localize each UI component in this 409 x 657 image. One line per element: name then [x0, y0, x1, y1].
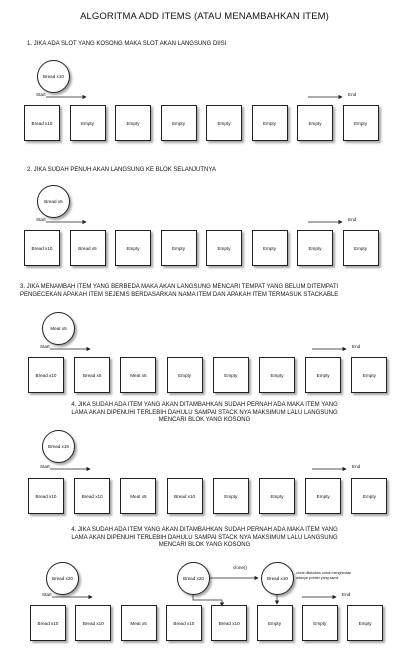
inventory-slot: Bread x10 — [211, 605, 248, 641]
item-circle: Bread x20 — [46, 562, 79, 595]
inventory-slot: Empty — [305, 357, 342, 393]
end-label: End — [352, 344, 361, 349]
inventory-slot: Empty — [297, 230, 333, 266]
step-heading: 3. JIKA MENAMBAH ITEM YANG BERBEDA MAKA … — [20, 284, 338, 299]
start-label: Start — [40, 464, 50, 469]
inventory-slot: Empty — [115, 105, 151, 141]
item-circle: Bread x5 — [37, 185, 70, 218]
inventory-slot: Empty — [206, 230, 242, 266]
step-heading-line: PENGECEKAN APAKAH ITEM SEJENIS BERDASARK… — [20, 291, 339, 298]
inventory-slot: Bread x10 — [30, 605, 66, 641]
start-label: Start — [36, 92, 46, 97]
inventory-slot: Bread x10 — [24, 230, 60, 266]
step-heading-line: MENCARI BLOK YANG KOSONG — [158, 542, 251, 548]
inventory-slot: Empty — [160, 230, 197, 266]
inventory-slot: Empty — [212, 478, 249, 514]
inventory-slot: Empty — [212, 357, 249, 393]
step-heading: 4. JIKA SUDAH ADA ITEM YANG AKAN DITAMBA… — [0, 527, 409, 550]
step-heading-line: 1. JIKA ADA SLOT YANG KOSONG MAKA SLOT A… — [27, 41, 227, 47]
clone-note-line: adanya pointer yang sama — [296, 575, 339, 580]
inventory-slot: Bread x10 — [28, 478, 64, 514]
page-title: ALGORITMA ADD ITEMS (ATAU MENAMBAHKAN IT… — [80, 11, 329, 22]
inventory-slot: Bread x10 — [24, 105, 60, 141]
inventory-slot: Bread x10 — [165, 605, 202, 641]
step-heading-line: 4. JIKA SUDAH ADA ITEM YANG AKAN DITAMBA… — [71, 527, 338, 533]
inventory-slot: Bread x5 — [69, 230, 106, 266]
inventory-slot: Empty — [115, 230, 151, 266]
inventory-slot: Empty — [305, 478, 342, 514]
end-label: End — [342, 592, 351, 597]
item-circle: Bread x10 — [37, 60, 70, 93]
inventory-slot: Empty — [166, 357, 203, 393]
step-heading-line: 3. JIKA MENAMBAH ITEM YANG BERBEDA MAKA … — [20, 284, 339, 290]
inventory-slot: Empty — [251, 105, 288, 141]
inventory-slot: Bread x5 — [74, 357, 111, 393]
inventory-slot: Empty — [342, 230, 379, 266]
clone-target-circle: Bread x10 — [261, 562, 294, 595]
step-heading-line: 2. JIKA SUDAH PENUH AKAN LANGSUNG KE BLO… — [27, 167, 216, 173]
inventory-slot: Bread x10 — [74, 478, 111, 514]
clone-label: clone() — [233, 565, 248, 570]
end-label: End — [352, 464, 361, 469]
end-label: End — [348, 92, 357, 97]
inventory-slot: Empty — [69, 105, 106, 141]
inventory-slot: Bread x10 — [166, 478, 203, 514]
inventory-slot: Empty — [351, 357, 388, 393]
step-heading-line: LAMA AKAN DIPENUHI TERLEBIH DAHULU SAMPA… — [71, 409, 338, 416]
clone-source-circle: Bread x20 — [177, 562, 210, 595]
start-label: Start — [42, 592, 52, 597]
item-circle: Meat x5 — [42, 312, 75, 345]
step-heading: 4. JIKA SUDAH ADA ITEM YANG AKAN DITAMBA… — [0, 402, 409, 425]
inventory-slot: Empty — [301, 605, 338, 641]
step-heading: 1. JIKA ADA SLOT YANG KOSONG MAKA SLOT A… — [27, 41, 226, 49]
step-heading-line: LAMA AKAN DIPENUHI TERLEBIH DAHULU SAMPA… — [71, 534, 338, 541]
inventory-slot: Meat x5 — [120, 357, 157, 393]
inventory-slot: Empty — [342, 105, 379, 141]
inventory-slot: Empty — [160, 105, 197, 141]
inventory-slot: Meat x5 — [120, 605, 157, 641]
clone-note-line: clone dilakukan untuk menghindari — [296, 571, 352, 575]
inventory-slot: Empty — [256, 605, 293, 641]
inventory-slot: Bread x10 — [28, 357, 64, 393]
inventory-slot: Empty — [351, 478, 388, 514]
inventory-slot: Empty — [259, 478, 295, 514]
start-label: Start — [36, 217, 46, 222]
inventory-slot: Empty — [347, 605, 384, 641]
inventory-slot: Meat x5 — [120, 478, 157, 514]
end-label: End — [348, 217, 357, 222]
inventory-slot: Empty — [259, 357, 295, 393]
start-label: Start — [40, 344, 50, 349]
inventory-slot: Bread x10 — [75, 605, 112, 641]
inventory-slot: Empty — [206, 105, 242, 141]
item-circle: Bread x15 — [42, 430, 75, 463]
inventory-slot: Empty — [251, 230, 288, 266]
inventory-slot: Empty — [297, 105, 333, 141]
step-heading: 2. JIKA SUDAH PENUH AKAN LANGSUNG KE BLO… — [27, 167, 216, 175]
step-heading-line: 4. JIKA SUDAH ADA ITEM YANG AKAN DITAMBA… — [71, 402, 338, 408]
step-heading-line: MENCARI BLOK YANG KOSONG — [158, 417, 251, 423]
